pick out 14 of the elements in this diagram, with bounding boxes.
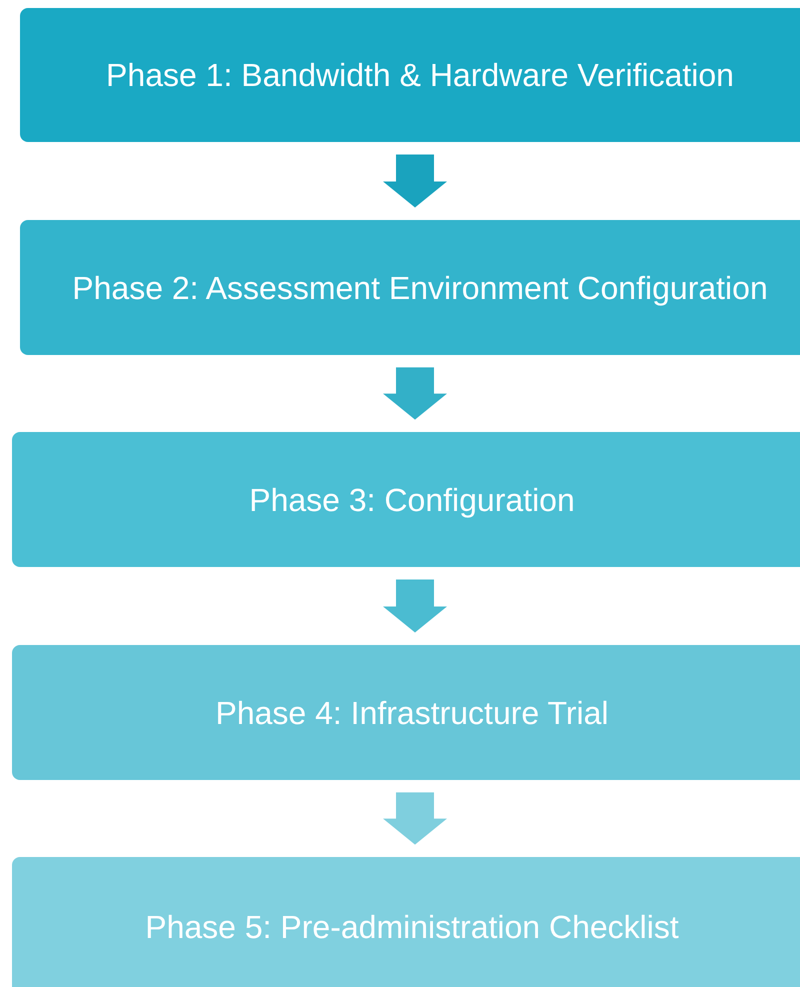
arrow: [383, 579, 447, 633]
process-box: [12, 857, 800, 987]
arrow: [383, 154, 447, 208]
box-label: Phase 3: Configuration: [249, 480, 575, 520]
box-label: Phase 2: Assessment Environment Configuration: [72, 268, 768, 308]
box-label: Phase 1: Bandwidth & Hardware Verification: [106, 56, 734, 95]
box-label: Phase 4: Infrastructure Trial: [215, 694, 609, 732]
process-box: [20, 8, 800, 142]
process-box: [12, 432, 800, 567]
arrow: [383, 367, 447, 420]
process-box: [12, 645, 800, 780]
box-label: Phase 5: Pre-administration Checklist: [145, 908, 679, 947]
process-box: [20, 220, 800, 355]
arrow: [383, 792, 447, 845]
